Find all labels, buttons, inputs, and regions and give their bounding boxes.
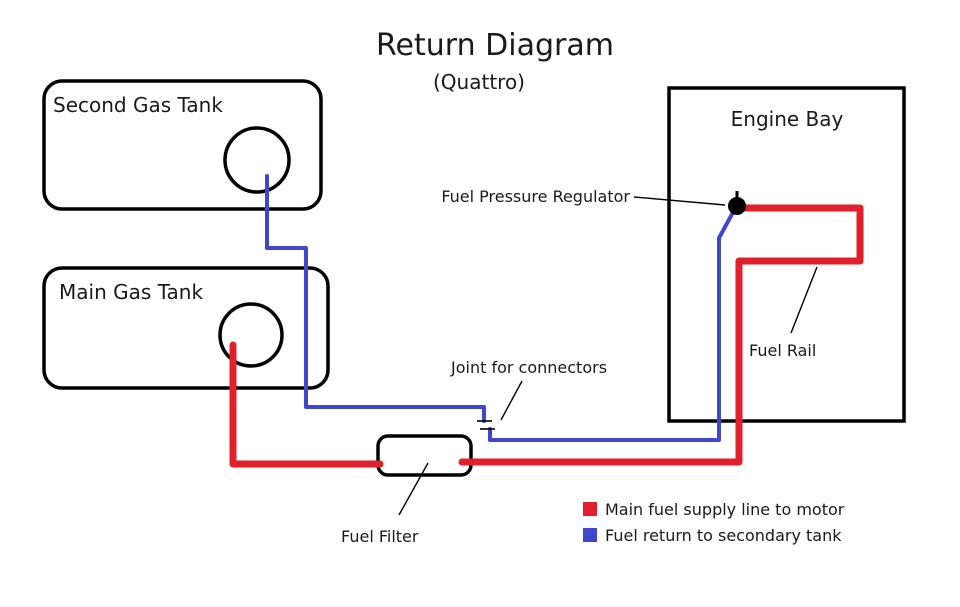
legend-swatch-return bbox=[583, 528, 597, 542]
diagram-subtitle: (Quattro) bbox=[433, 70, 525, 94]
supply-line-filter-to-rail bbox=[458, 204, 864, 466]
fuel-pressure-regulator-label: Fuel Pressure Regulator bbox=[441, 187, 630, 206]
main-tank-port bbox=[218, 302, 284, 368]
engine-bay-label: Engine Bay bbox=[731, 107, 844, 131]
supply-line-tank-to-filter bbox=[229, 341, 384, 468]
fuel-rail-leader bbox=[790, 266, 818, 334]
second-gas-tank-box bbox=[42, 79, 323, 211]
main-gas-tank-label: Main Gas Tank bbox=[59, 280, 203, 304]
legend-label-supply: Main fuel supply line to motor bbox=[605, 500, 845, 519]
engine-bay-box bbox=[667, 86, 906, 423]
second-tank-port bbox=[223, 126, 291, 194]
second-gas-tank-label: Second Gas Tank bbox=[53, 93, 223, 117]
fuel-rail-label: Fuel Rail bbox=[749, 341, 816, 360]
return-line-tank-to-joint bbox=[265, 174, 486, 423]
legend-swatch-supply bbox=[583, 502, 597, 516]
fuel-filter-leader bbox=[398, 462, 429, 516]
diagram-title: Return Diagram bbox=[376, 28, 614, 63]
regulator-leader bbox=[633, 196, 726, 206]
joint-leader bbox=[500, 380, 523, 421]
legend-label-return: Fuel return to secondary tank bbox=[605, 526, 842, 545]
fuel-filter-body bbox=[376, 434, 473, 477]
legend: Main fuel supply line to motor Fuel retu… bbox=[583, 500, 845, 545]
joint-label: Joint for connectors bbox=[450, 358, 607, 377]
fuel-pressure-regulator bbox=[728, 197, 746, 215]
fuel-filter-label: Fuel Filter bbox=[341, 527, 419, 546]
return-line-joint-to-regulator bbox=[488, 203, 739, 442]
main-gas-tank-box bbox=[42, 266, 330, 390]
